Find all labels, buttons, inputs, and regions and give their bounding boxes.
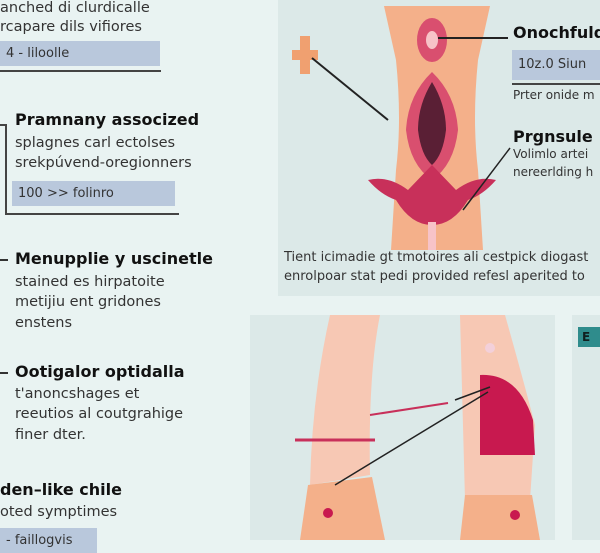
section-line: stained es hirpatoite	[15, 274, 165, 290]
pelvis	[368, 165, 496, 225]
anatomy-illustration	[292, 6, 511, 250]
section-line: metijiu ent gridones	[15, 294, 161, 310]
section-bracket	[5, 124, 179, 215]
section-value-box: - faillogvis	[0, 528, 97, 553]
dash	[0, 259, 8, 261]
partial-panel: E	[572, 315, 600, 540]
label-value-box: 10z.0 Siun	[512, 50, 600, 80]
section-line: finer dter.	[15, 427, 86, 443]
small-cross-icon	[292, 36, 318, 74]
section-title: Ootigalor optidalla	[15, 362, 185, 381]
bracket-tick	[0, 124, 6, 126]
intro-line: rcapare dils vifiores	[0, 19, 142, 35]
intro-value-box: 4 - liloolle	[0, 41, 160, 66]
label-title: Onochfuld	[513, 23, 600, 42]
right-hand	[460, 495, 540, 540]
left-arm	[310, 315, 380, 485]
section-value-box: 100 >> folinro	[12, 181, 175, 206]
label-note: Prter onide m	[513, 88, 595, 102]
section-title: Pramnany assocized	[15, 110, 200, 129]
highlight-patch	[480, 374, 535, 455]
left-hand	[300, 477, 385, 540]
section-line: splagnes carl ectolses	[15, 135, 176, 151]
divider	[512, 83, 600, 85]
section-badge: E	[578, 327, 600, 347]
caption-line: Tient icimadie gt tmotoires ali cestpick…	[284, 250, 589, 265]
dash	[0, 372, 8, 374]
section-line: reeutios al coutgrahige	[15, 406, 184, 422]
hands-illustration	[295, 315, 540, 540]
label-line: Volimlo artei	[513, 147, 589, 161]
label-line: nereerlding h	[513, 165, 594, 179]
section-line: enstens	[15, 315, 73, 331]
section-title: den–like chile	[0, 480, 122, 499]
section-line: oted symptimes	[0, 504, 118, 520]
intro-line: anched di clurdicalle	[0, 0, 150, 16]
divider	[0, 70, 161, 72]
section-line: srekpúvend-oregionners	[15, 155, 192, 171]
anatomy-panel: Onochfuld 10z.0 Siun Prter onide m Prgns…	[278, 0, 600, 296]
caption-line: enrolpoar stat pedi provided refesl aper…	[284, 269, 585, 284]
label-title: Prgnsule	[513, 127, 593, 146]
hands-panel	[250, 315, 555, 540]
section-title: Menupplie y uscinetle	[15, 249, 213, 268]
section-line: t'anoncshages et	[15, 386, 140, 402]
